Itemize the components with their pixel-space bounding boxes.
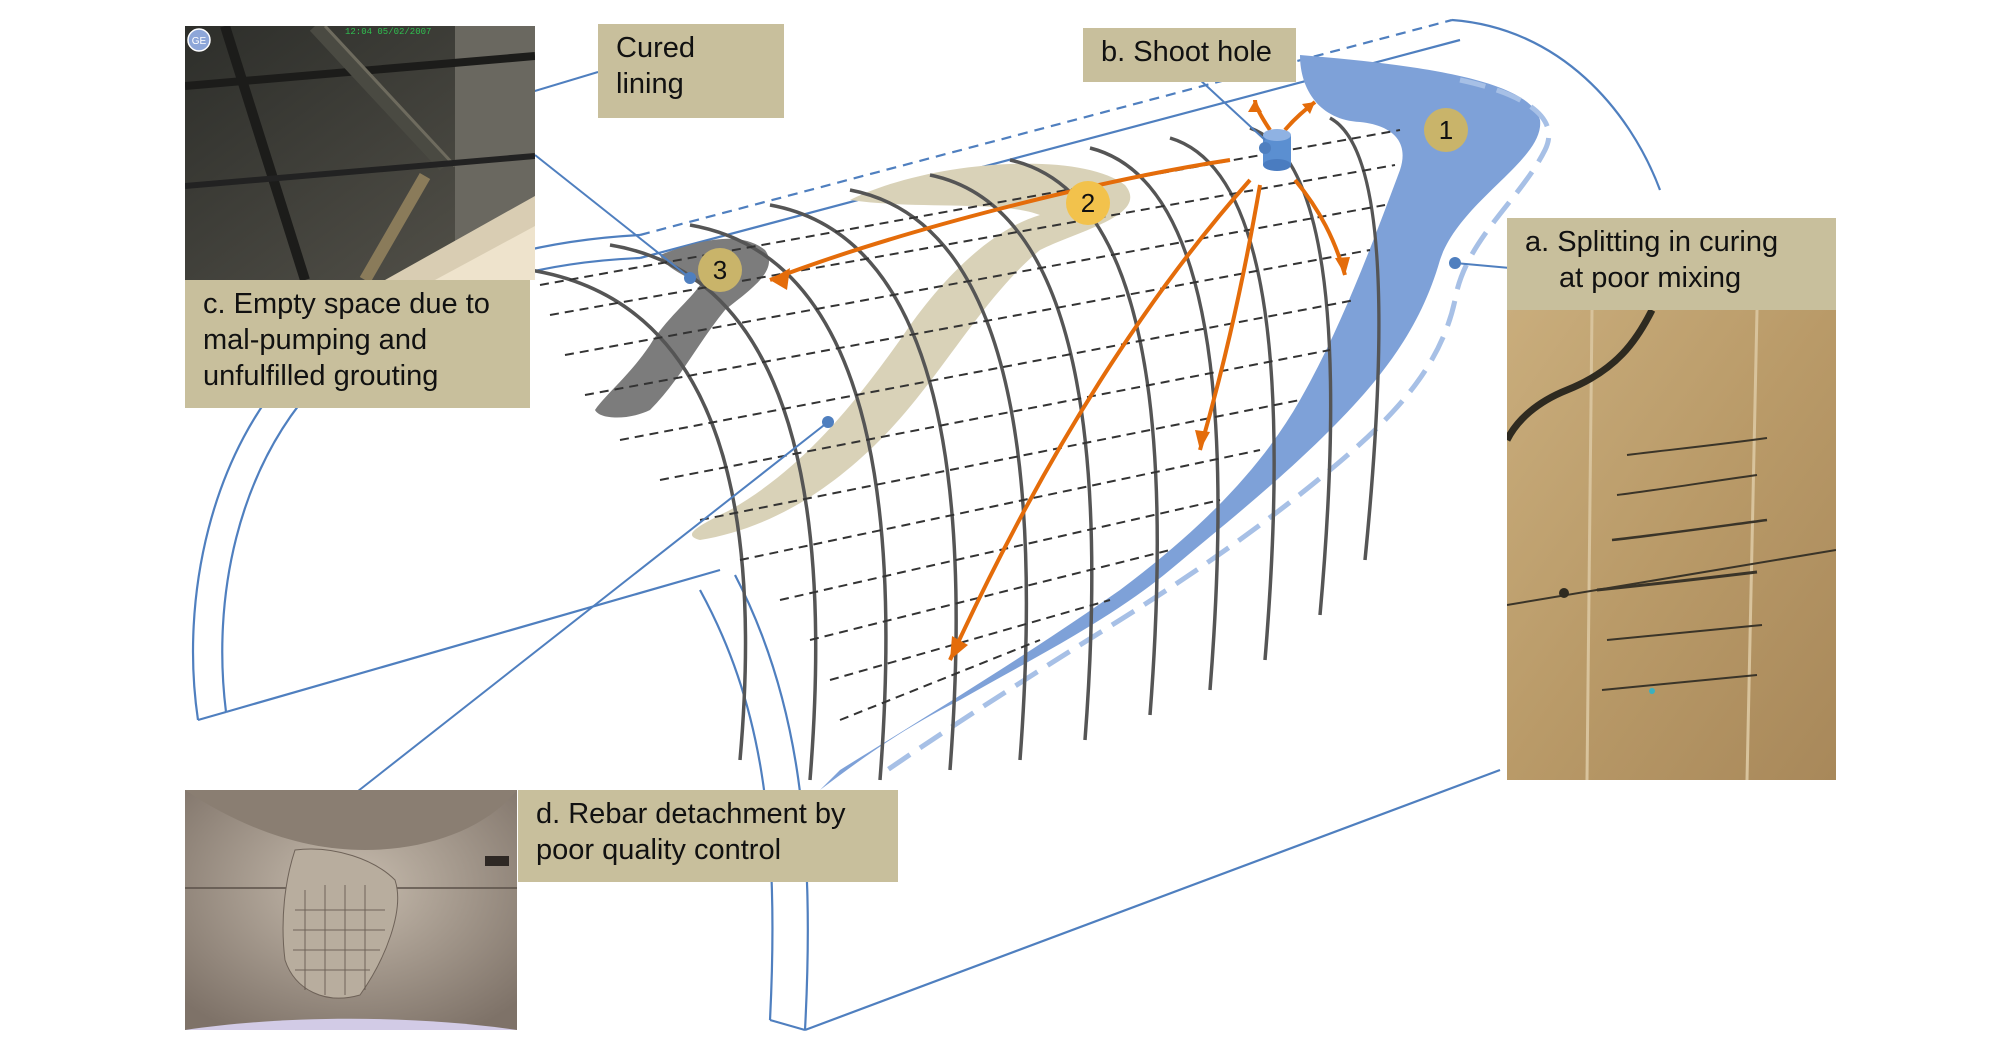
label-rebar-line-2: poor quality control — [536, 834, 782, 866]
leader-empty-space — [534, 154, 691, 279]
label-rebar-line-1: d. Rebar detachment by — [536, 798, 846, 830]
label-cured-lining-line-2: lining — [616, 68, 684, 100]
rebar-longitudinal-2 — [549, 164, 1396, 316]
label-splitting-line-1: a. Splitting in curing — [1525, 226, 1779, 258]
photo-splitting-image — [1507, 310, 1836, 780]
label-splitting-line-2: at poor mixing — [1559, 262, 1742, 294]
rebar-arch-8 — [1089, 146, 1220, 691]
tunnel-near-bottom — [699, 589, 774, 1021]
photo-timestamp: 12:04 05/02/2007 — [345, 27, 431, 37]
label-cured-lining-line-1: Cured — [616, 32, 695, 64]
rebar-longitudinal-1 — [539, 129, 1401, 286]
leader-splitting — [1454, 262, 1511, 269]
grout-filled-region — [820, 55, 1541, 790]
rebar-longitudinal-11 — [829, 599, 1111, 681]
rebar-longitudinal-6 — [659, 349, 1331, 481]
flow-arrow-head-2 — [950, 636, 968, 660]
leader-rebar — [352, 421, 829, 796]
rebar-arch-7 — [1009, 158, 1159, 716]
void-region-2-beige — [691, 163, 1131, 540]
rebar-longitudinal-3 — [564, 204, 1386, 356]
ge-logo-icon — [187, 28, 211, 52]
rebar-arch-3 — [689, 223, 888, 781]
tunnel-far-arch — [1451, 18, 1662, 191]
photo-empty-space: GE 12:04 05/02/2007 — [185, 26, 535, 280]
label-rebar-detachment: d. Rebar detachment by poor quality cont… — [518, 790, 898, 882]
badge-1: 1 — [1424, 108, 1468, 152]
label-empty-space-line-2: mal-pumping and — [203, 324, 428, 356]
flow-arrow-head-5 — [1248, 100, 1262, 112]
rebar-longitudinal-12 — [839, 639, 1041, 721]
rebar-arch-4 — [769, 203, 958, 771]
rebar-arch-6 — [929, 173, 1094, 741]
rebar-longitudinal-7 — [699, 399, 1301, 521]
rebar-longitudinal-10 — [809, 549, 1171, 641]
flow-arrow-head-4 — [1335, 257, 1350, 275]
rebar-longitudinal-4 — [584, 249, 1371, 396]
flow-arrow-3 — [1198, 184, 1262, 451]
label-empty-space-line-1: c. Empty space due to — [203, 288, 490, 320]
grout-flow-arrows — [769, 99, 1350, 661]
rebar-longitudinal-8 — [739, 449, 1261, 561]
photo-splitting — [1507, 310, 1836, 780]
flow-arrow-1 — [769, 158, 1231, 282]
flow-arrow-head-1 — [770, 268, 790, 290]
photo-empty-space-image: GE 12:04 05/02/2007 — [185, 26, 535, 280]
rebar-arch-2 — [609, 243, 818, 781]
label-cured-lining: Cured lining — [598, 24, 784, 118]
label-splitting: a. Splitting in curing at poor mixing — [1507, 218, 1836, 310]
label-empty-space-line-3: unfulfilled grouting — [203, 360, 439, 392]
flow-arrow-head-3 — [1195, 430, 1210, 450]
label-shoot-hole: b. Shoot hole — [1083, 28, 1296, 82]
photo-rebar-detachment — [185, 790, 517, 1030]
badge-2: 2 — [1066, 181, 1110, 225]
photo-rebar-detachment-image — [185, 790, 517, 1030]
flow-arrow-2 — [948, 178, 1252, 661]
tunnel-near-bottom-inner — [734, 574, 809, 1031]
rebar-arch-11 — [1329, 116, 1381, 561]
rebar-arch-1 — [529, 268, 748, 761]
photo-logo: GE — [192, 36, 207, 47]
rebar-longitudinal-9 — [779, 499, 1221, 601]
tunnel-bottom-right — [804, 768, 1501, 1032]
label-empty-space: c. Empty space due to mal-pumping and un… — [185, 280, 530, 408]
badge-3: 3 — [698, 248, 742, 292]
label-shoot-hole-text: b. Shoot hole — [1101, 36, 1272, 68]
tunnel-bottom-left — [225, 568, 721, 714]
rebar-arch-9 — [1169, 136, 1276, 661]
tunnel-top-dashed — [639, 18, 1453, 237]
leader-shoot-hole — [1197, 77, 1266, 141]
flow-arrow-head-6 — [1302, 102, 1315, 114]
rebar-arch-5 — [849, 188, 1029, 761]
